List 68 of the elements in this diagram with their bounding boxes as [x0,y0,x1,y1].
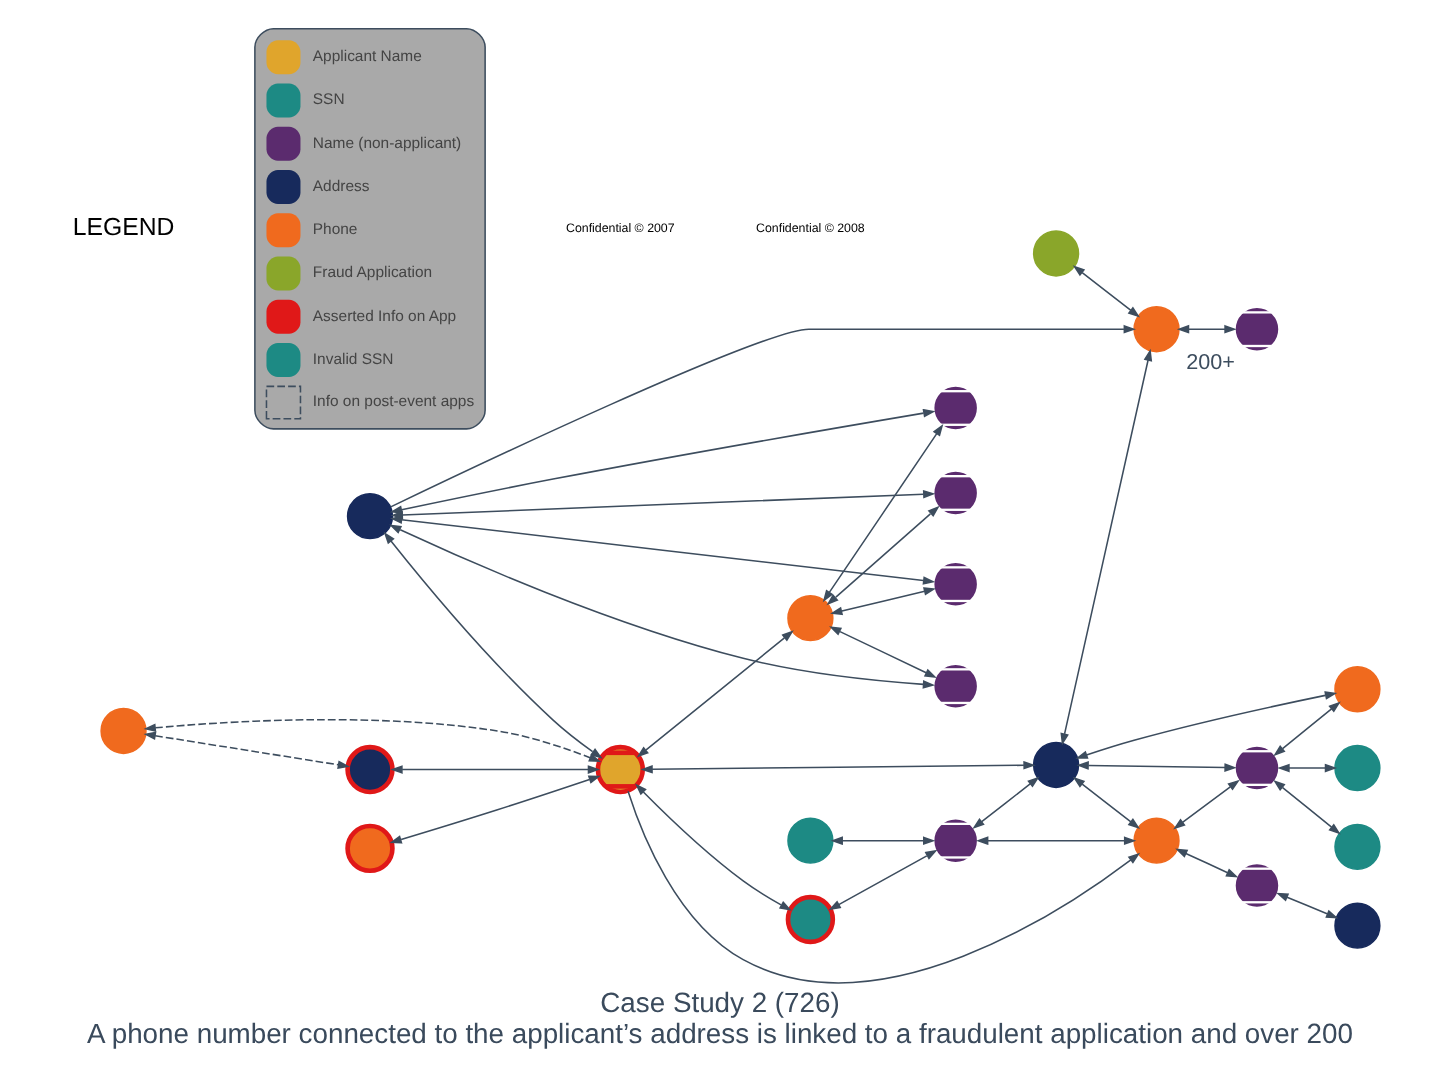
legend-label: Invalid SSN [312,349,394,368]
arrow [383,531,603,759]
arrow [1273,701,1341,757]
arrow [976,836,1137,845]
arrow [1072,265,1141,318]
legend-label: SSN [312,90,345,109]
node-person [1233,305,1281,353]
legend-label: Fraud Application [312,263,433,282]
arrow [829,626,937,678]
node-circle [1133,306,1180,353]
legend-label: Phone [312,220,358,239]
arrow [390,765,601,774]
arrow [636,630,794,758]
node-person [932,384,980,432]
arrow [1076,761,1237,772]
node-person [932,560,980,608]
arrow [830,836,936,845]
arrow [1075,691,1338,759]
node-person [1233,744,1281,792]
legend-label: Address [312,176,370,195]
arrow [143,718,602,763]
arrow [389,324,1136,508]
arrow [826,505,940,606]
node-circle [785,894,836,945]
legend-label: Applicant Name [312,47,422,66]
node-label: 200+ [1186,350,1235,375]
node-circle [345,823,395,874]
arrow [822,423,944,603]
arrow [830,587,937,616]
diagram-title: Case Study 2 (726) [600,985,840,1018]
arrow [389,775,601,844]
arrow [1277,763,1338,773]
arrow [635,783,792,911]
node-person [932,817,980,865]
arrow [640,760,1036,774]
arrow [1276,892,1339,919]
arrow [828,849,938,911]
arrow [389,524,936,689]
node-circle [100,707,147,755]
node-circle [1334,744,1381,792]
node-circle [787,817,834,864]
node-person [1233,861,1281,910]
arrow [1176,324,1237,334]
caption: A phone number connected to the applicant’s address is linked to a fraudulent application and over 200 [87,1016,1353,1049]
node-circle [1032,741,1080,789]
node-circle [787,594,834,642]
node-circle [1334,666,1381,713]
node-circle [1133,817,1180,864]
arrow [143,731,351,769]
node-person [932,469,980,517]
legend-label: Info on post-event apps [312,392,475,411]
arrow [972,776,1040,829]
legend-label: Name (non-applicant) [312,133,462,152]
node-circle [1032,230,1080,277]
node-circle [345,744,395,795]
arrow [1273,779,1341,835]
node-circle [346,493,394,540]
arrow [1060,348,1153,746]
legend-label: Asserted Info on App [312,306,457,325]
node-circle [1334,823,1381,871]
arrow [389,515,936,585]
arrow [1173,779,1240,830]
node-person [932,662,980,710]
arrow [1072,776,1141,830]
arrow [627,790,1141,984]
label: LEGEND [72,212,175,241]
node-circle [1334,902,1381,949]
arrow [1175,848,1239,878]
